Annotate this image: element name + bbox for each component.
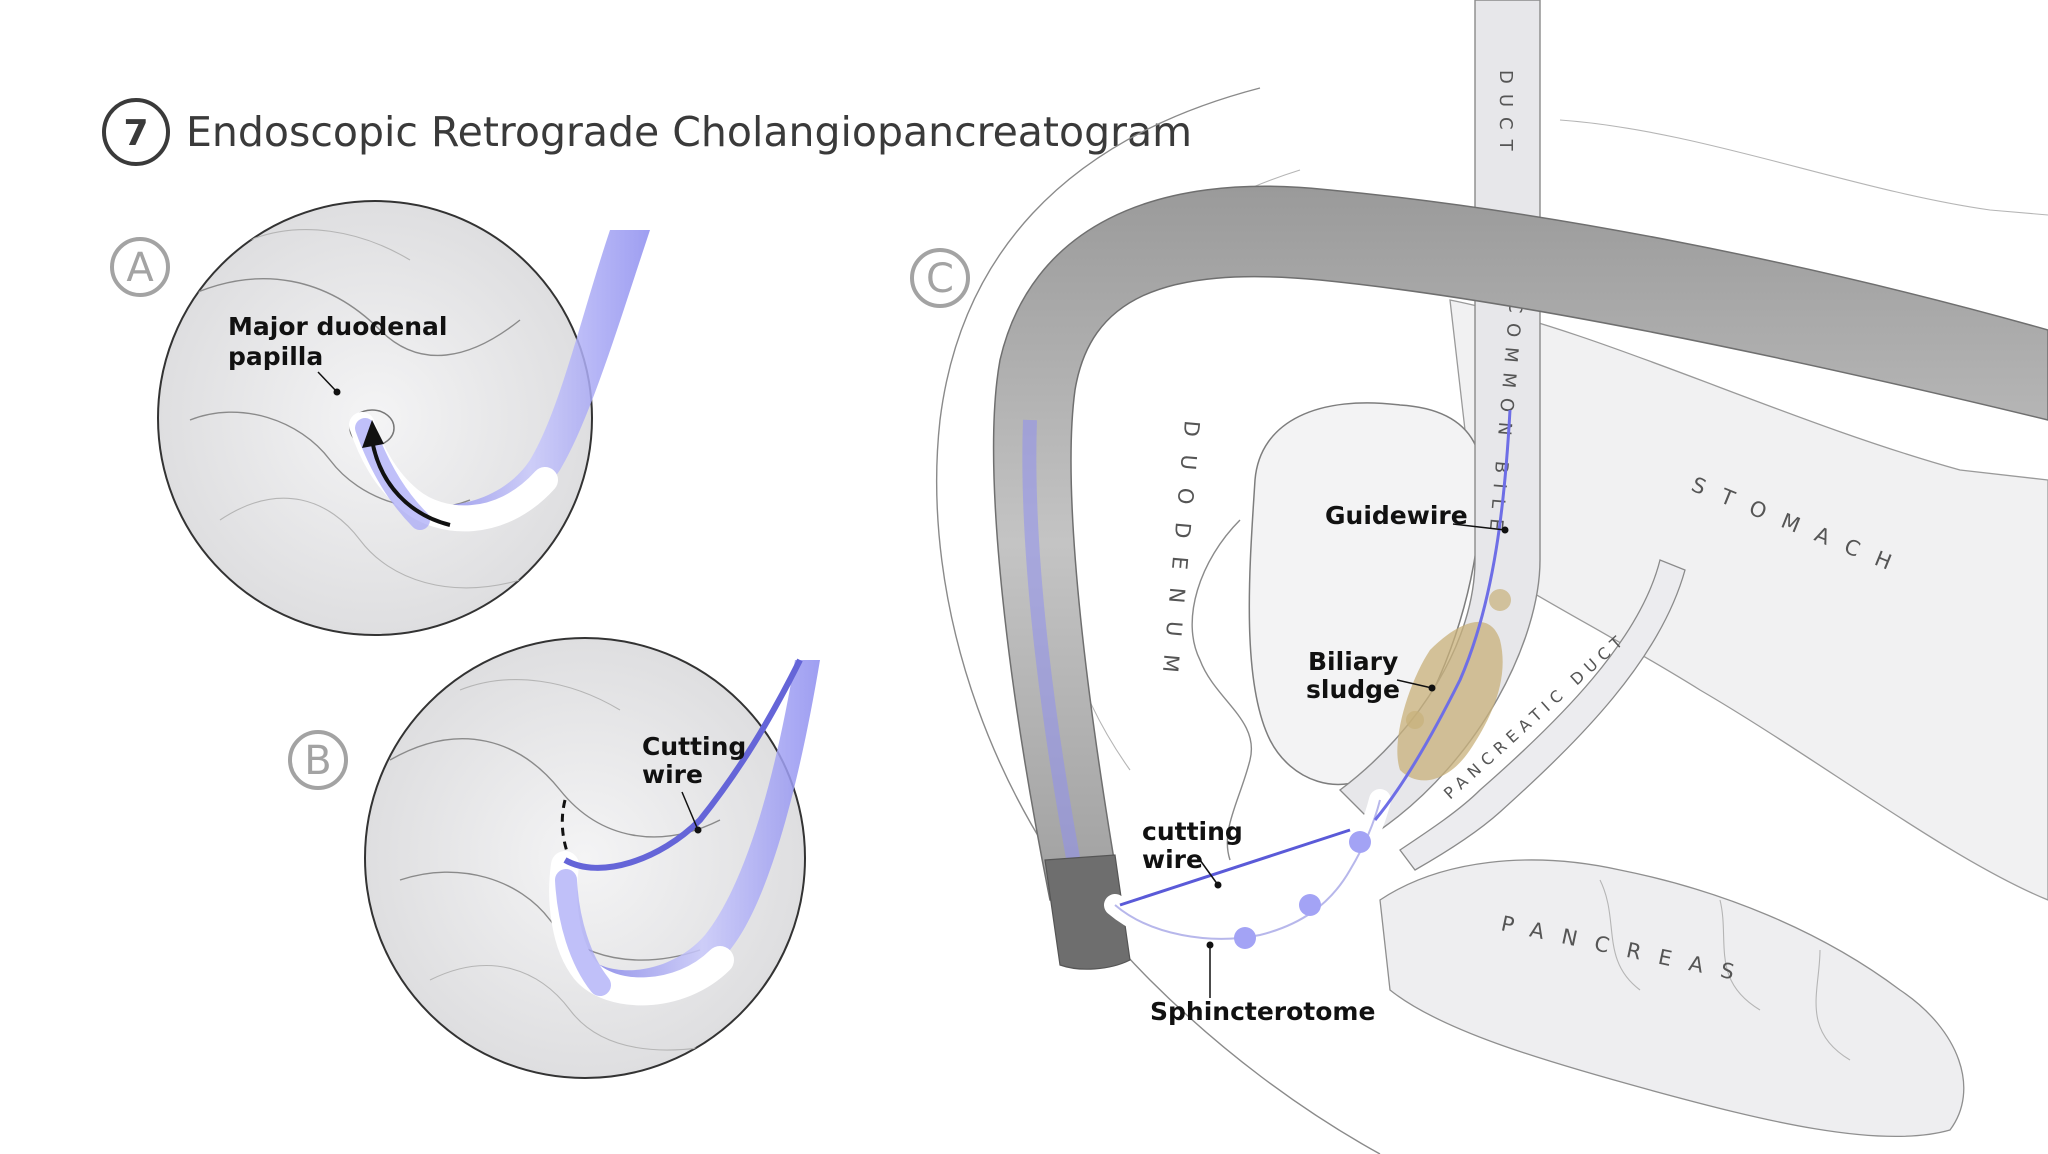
cutting-wire-b-dot — [694, 826, 702, 834]
panel-a: A Major duodenal papilla — [110, 200, 650, 636]
panel-c: DUCT COMMON BILE PANCREATIC DUCT DUODENU… — [910, 0, 2048, 1154]
biliary-sludge-label-2: sludge — [1306, 675, 1400, 704]
cutting-wire-c-leader — [1199, 859, 1219, 886]
sludge-spot-2 — [1406, 711, 1424, 729]
panel-b-scope — [585, 660, 820, 997]
sludge-spot-1 — [1489, 589, 1511, 611]
panel-a-badge — [110, 237, 170, 297]
biliary-sludge-leader — [1396, 679, 1433, 689]
panel-b-letter: B — [304, 738, 331, 784]
panel-b-folds — [389, 679, 741, 1051]
panel-b-view — [364, 637, 806, 1079]
sphincterotome-band-2 — [1299, 894, 1321, 916]
guidewire-leader — [1452, 523, 1506, 531]
cutting-wire-c-label-1: cutting — [1142, 817, 1243, 846]
panel-a-letter: A — [126, 245, 154, 291]
panel-c-badge — [910, 248, 970, 308]
cutting-wire-b-leader — [681, 791, 699, 831]
papilla-label-1: Major duodenal — [228, 312, 447, 341]
cutting-wire-b-label-2: wire — [642, 760, 703, 789]
panel-a-scope — [412, 230, 650, 530]
stomach — [1449, 299, 2048, 901]
pancreas-lobes — [1599, 879, 1851, 1061]
panel-b-badge — [288, 730, 348, 790]
step-number-badge — [102, 98, 170, 166]
cutting-wire-c-label-2: wire — [1142, 845, 1203, 874]
sphincterotome-band-3 — [1349, 831, 1371, 853]
cutting-wire-c — [1119, 828, 1351, 907]
guidewire-dot — [1501, 526, 1509, 534]
panel-a-arrow — [370, 439, 451, 527]
step-number: 7 — [123, 113, 148, 154]
pancreatic-duct — [1399, 559, 1686, 871]
panel-a-arrowhead — [362, 420, 384, 448]
page-title: Endoscopic Retrograde Cholangiopancreato… — [186, 108, 1192, 156]
stomach-upper — [1559, 119, 2048, 216]
endoscope-shaft — [992, 185, 2048, 901]
papilla-leader — [317, 371, 338, 393]
pancreas — [1379, 859, 1965, 1138]
papilla-label-2: papilla — [228, 342, 323, 371]
endoscope-shaft-highlight — [1022, 419, 1087, 897]
sphincterotome-dot — [1206, 941, 1214, 949]
biliary-sludge-label-1: Biliary — [1308, 647, 1398, 676]
panel-b: B Cutting wire — [288, 637, 820, 1079]
duodenum-outer-wall — [935, 87, 1381, 1154]
panel-c-letter: C — [926, 256, 954, 302]
sphincterotome-band-1 — [1234, 927, 1256, 949]
sphincterotome-label: Sphincterotome — [1150, 997, 1375, 1026]
biliary-sludge-dot — [1428, 684, 1436, 692]
cutting-wire-b — [563, 658, 803, 871]
cystic-fold — [1191, 519, 1253, 861]
papilla-dot — [333, 388, 341, 396]
panel-b-catheter-tint — [555, 869, 611, 996]
cutting-wire-c-dot — [1214, 881, 1222, 889]
cutting-wire-b-label-1: Cutting — [642, 732, 746, 761]
panel-a-view — [157, 200, 593, 636]
endoscope-tip — [1044, 854, 1131, 970]
figure-title: 7 Endoscopic Retrograde Cholangiopancrea… — [102, 98, 1192, 166]
guidewire — [1373, 409, 1512, 821]
duct-label-top: DUCT — [1495, 70, 1516, 161]
guidewire-label: Guidewire — [1325, 501, 1468, 530]
